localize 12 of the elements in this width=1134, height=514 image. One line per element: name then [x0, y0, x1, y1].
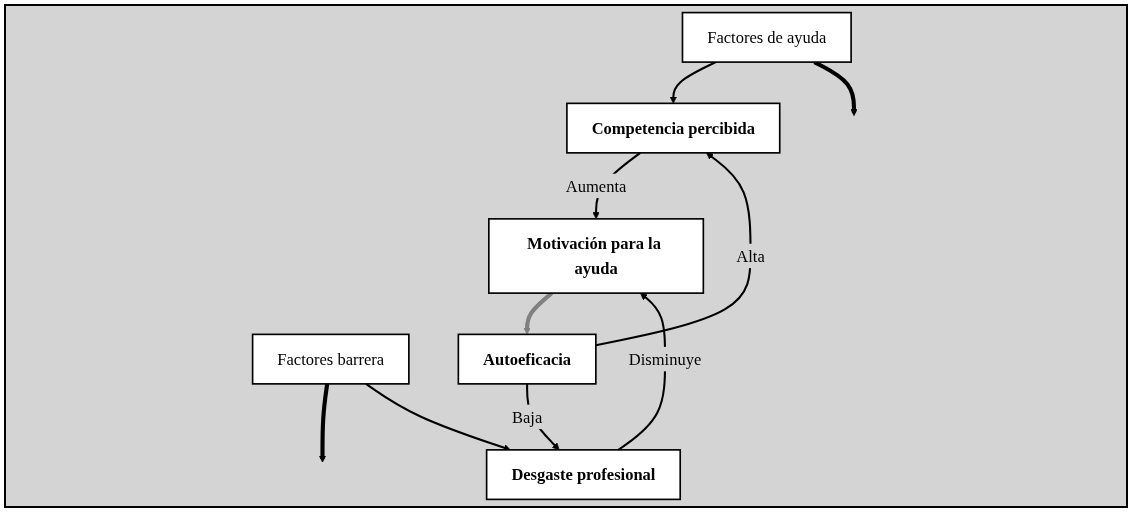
arrow [319, 383, 330, 463]
edge-label: Disminuye [629, 350, 702, 369]
node-box: Competencia percibida [566, 102, 781, 154]
edge-label: Aumenta [566, 176, 627, 195]
node-box: Factores barrera [252, 333, 410, 385]
edge-label: Alta [736, 246, 766, 266]
node-box: Factores de ayuda [682, 11, 853, 63]
arrow [670, 61, 717, 104]
edge-label: Baja [512, 407, 543, 426]
node-box: Autoeficacia [457, 333, 597, 385]
node-box: Desgaste profesional [486, 449, 682, 501]
node-box: Motivación para la ayuda [488, 218, 705, 294]
